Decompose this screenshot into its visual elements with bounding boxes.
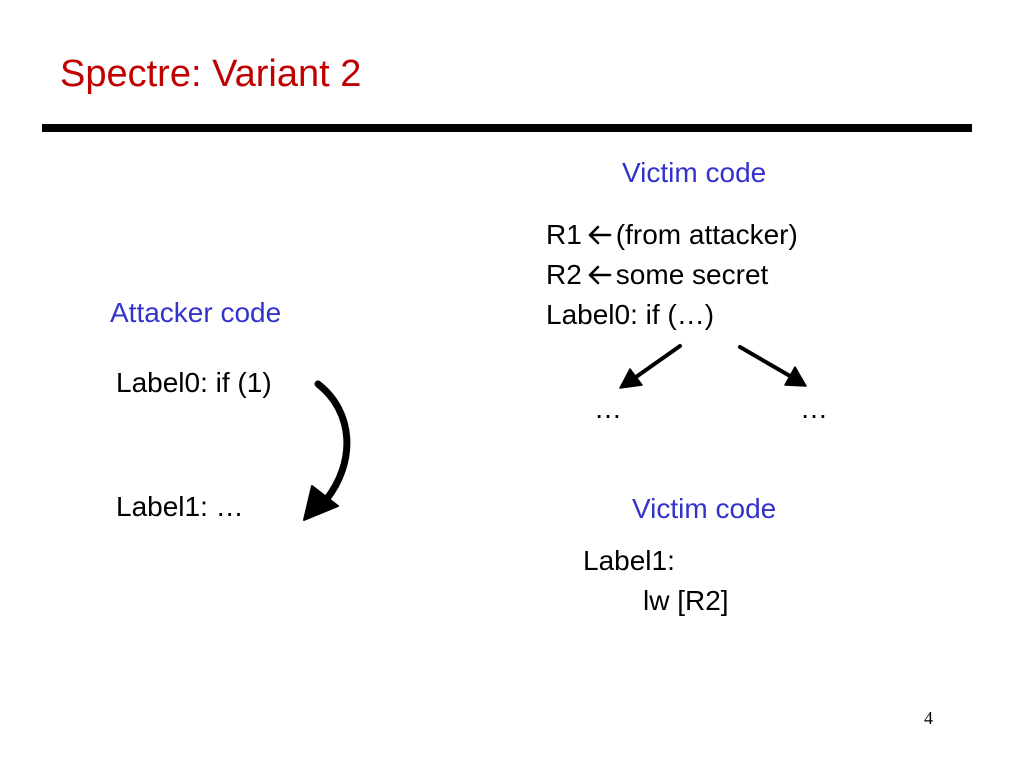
page-number: 4 [924, 708, 933, 728]
victim-label0-line: Label0: if (…) [546, 299, 715, 330]
victim-r2-register: R2 [546, 259, 582, 290]
title-divider [42, 124, 972, 132]
left-arrow-icon [586, 220, 612, 254]
victim-label1-line: Label1: [583, 545, 675, 576]
victim-line-r1: R1 (from attacker) [546, 218, 798, 253]
attacker-code-heading: Attacker code [110, 297, 282, 328]
victim-line-r2: R2 some secret [546, 258, 768, 293]
attacker-label1-line: Label1: … [116, 491, 244, 522]
victim-load-line: lw [R2] [643, 585, 729, 616]
diagonal-arrow-icon [619, 344, 682, 389]
victim-r2-source: some secret [615, 259, 769, 290]
left-arrow-icon [586, 260, 612, 294]
slide-title: Spectre: Variant 2 [60, 53, 362, 95]
victim-r1-register: R1 [546, 219, 582, 250]
curved-arrow-icon [303, 380, 351, 521]
victim-r1-source: (from attacker) [615, 219, 798, 250]
victim-code-heading-bottom: Victim code [632, 493, 777, 524]
victim-code-heading-top: Victim code [622, 157, 767, 188]
attacker-label0-line: Label0: if (1) [116, 367, 272, 398]
diagonal-arrow-icon [738, 345, 807, 387]
victim-branch-left-ellipsis: … [594, 393, 622, 424]
victim-branch-right-ellipsis: … [800, 393, 828, 424]
